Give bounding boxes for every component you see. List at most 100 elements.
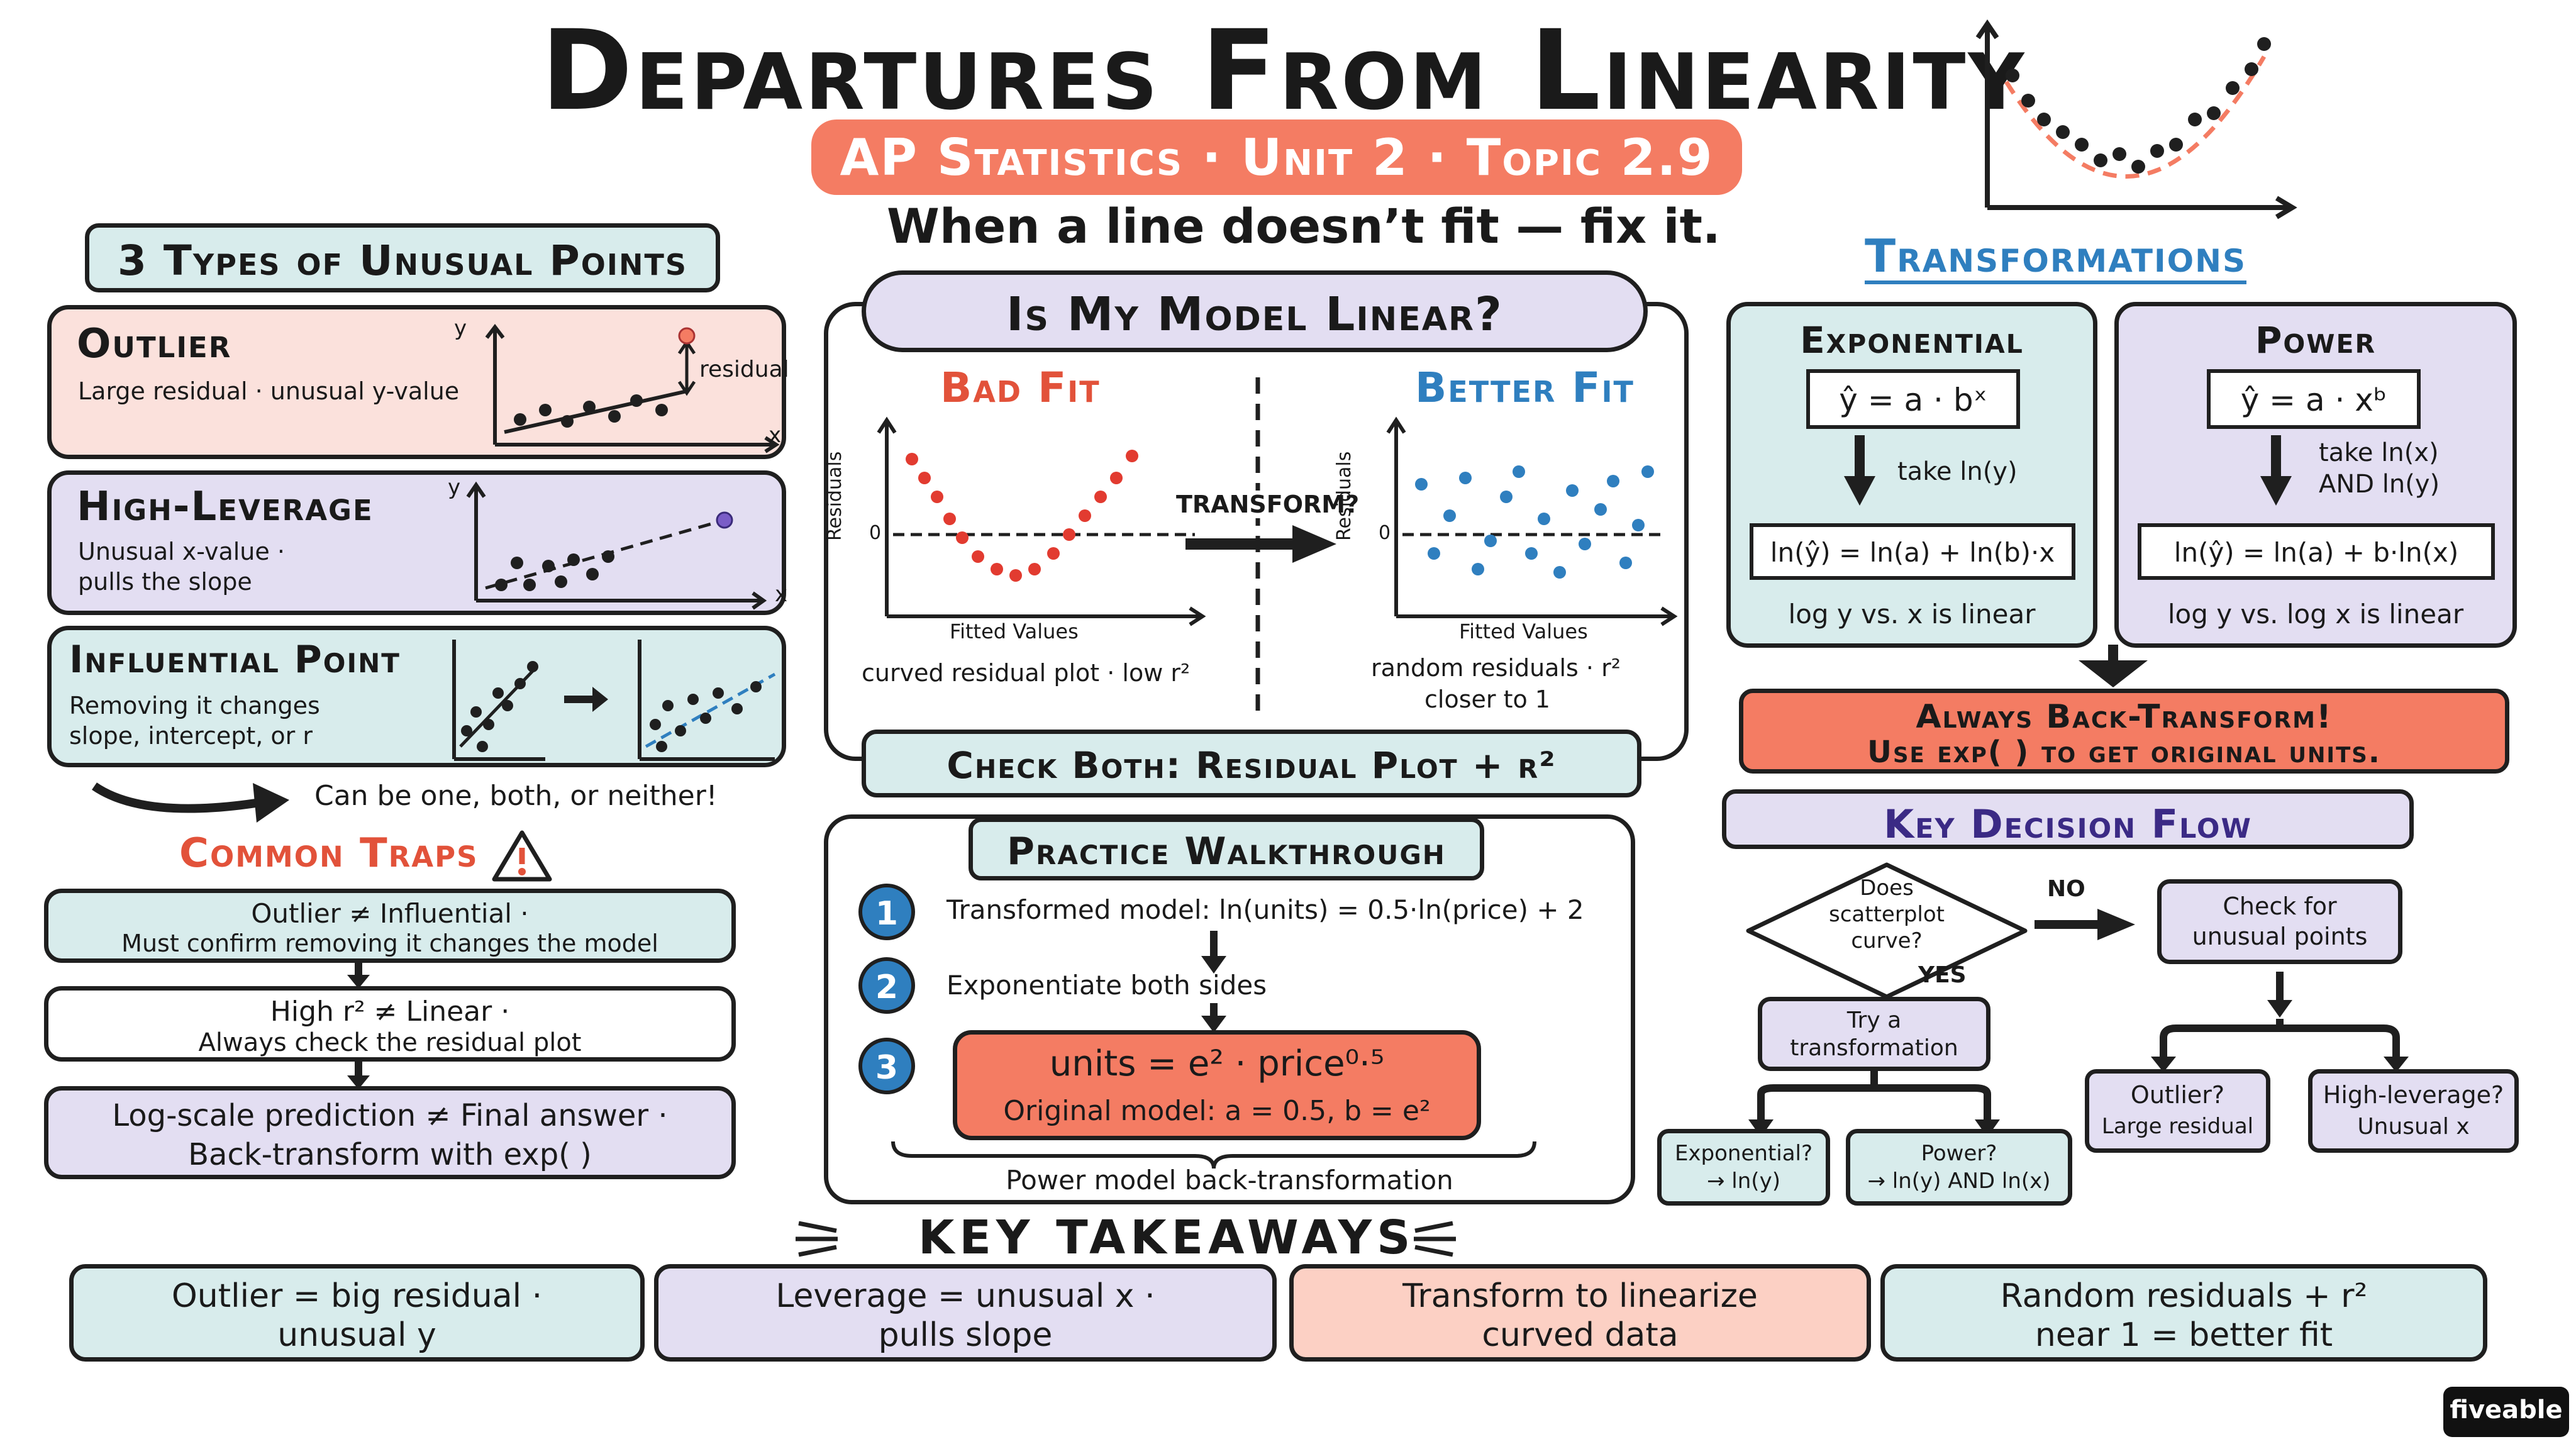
brace-caption: Power model back-transformation [1006,1165,1453,1196]
trap-item-3-line-1: Log-scale prediction ≠ Final answer · [112,1098,668,1133]
power-step-2: AND ln(y) [2319,470,2440,499]
flow-leverage-box: High-leverage? Unusual x [2308,1069,2519,1153]
exponential-arrow-icon [1844,435,1875,506]
trap-arrows [347,961,370,1089]
influential-plots [452,640,776,761]
brace-icon [891,1141,1536,1169]
back-transform-line-2: Use exp( ) to get original units. [1867,735,2381,770]
bad-fit-title: Bad Fit [940,364,1101,412]
check-both-text: Check Both: Residual Plot + r² [947,744,1557,787]
residual-label: residual [699,357,789,382]
exponential-title: Exponential [1800,319,2024,362]
takeaway-3-line-2: curved data [1482,1316,1679,1354]
transformations-heading: Transformations [1865,230,2246,282]
high-leverage-desc-1: Unusual x-value · [78,538,285,565]
better-fit-caption-1: random residuals · r² [1371,654,1621,682]
subtitle-text: AP Statistics · Unit 2 · Topic 2.9 [840,128,1714,187]
flow-no-arrow [2035,909,2135,940]
power-note: log y vs. log x is linear [2167,599,2464,630]
step-1-text: Transformed model: ln(units) = 0.5·ln(pr… [947,894,1584,925]
step-1-badge: 1 [858,884,915,940]
decision-line-3: curve? [1851,928,1923,953]
takeaways-heading: KEY TAKEAWAYS [918,1211,1416,1265]
better-fit-zero: 0 [1379,522,1391,544]
influential-desc-2: slope, intercept, or r [69,722,313,750]
step-3-result-2: Original model: a = 0.5, b = e² [1003,1095,1431,1127]
power-card: Power ŷ = a · xᵇ take ln(x) AND ln(y) ln… [2114,302,2517,648]
bad-fit-ylabel: Residuals [824,451,846,541]
flow-exponential-box: Exponential? → ln(y) [1657,1129,1830,1206]
trap-item-2-line-1: High r² ≠ Linear · [270,996,510,1028]
transform-arrow-icon [1185,525,1336,563]
takeaway-card-3: Transform to linearize curved data [1289,1264,1871,1362]
power-formula: ŷ = a · xᵇ [2240,382,2387,418]
try-line-2: transformation [1790,1035,1958,1061]
trap-item-2: High r² ≠ Linear · Always check the resi… [44,986,736,1062]
decision-line-2: scatterplot [1829,902,1945,927]
power-linear-box: ln(ŷ) = ln(a) + b·ln(x) [2138,523,2495,580]
step-2-number: 2 [875,969,899,1006]
bad-fit-zero: 0 [869,522,882,544]
fiveable-logo-text: fiveable [2450,1396,2563,1424]
trap-item-3: Log-scale prediction ≠ Final answer · Ba… [44,1086,736,1179]
flow-leverage-line-1: High-leverage? [2323,1081,2504,1109]
trap-item-3-line-2: Back-transform with exp( ) [188,1137,592,1172]
model-linear-heading: Is My Model Linear? [1006,287,1503,341]
influential-card: Influential Point Removing it changes sl… [47,626,786,767]
unusual-note: Can be one, both, or neither! [314,780,718,812]
exponential-linear: ln(ŷ) = ln(a) + ln(b)·x [1770,537,2055,568]
decision-line-1: Does [1860,875,1914,901]
bad-fit-residual-plot [877,416,1206,626]
bad-fit-caption: curved residual plot · low r² [862,659,1191,687]
power-formula-box: ŷ = a · xᵇ [2207,369,2421,429]
high-leverage-plot-y: y [448,475,461,500]
takeaway-1-line-1: Outlier = big residual · [171,1277,543,1315]
practice-step-arrows [1201,931,1226,1033]
step-3-badge: 3 [858,1038,915,1094]
power-step-1: take ln(x) [2319,438,2439,467]
takeaway-2-line-2: pulls slope [878,1316,1053,1354]
takeaway-1-line-2: unusual y [277,1316,436,1354]
step-3-result-1: units = e² · price⁰·⁵ [1049,1043,1385,1084]
flow-leverage-line-2: Unusual x [2357,1114,2470,1140]
back-transform-line-1: Always Back-Transform! [1916,698,2333,736]
practice-heading: Practice Walkthrough [1007,830,1446,874]
back-transform-box: Always Back-Transform! Use exp( ) to get… [1739,689,2509,774]
takeaway-card-2: Leverage = unusual x · pulls slope [654,1264,1277,1362]
power-linear: ln(ŷ) = ln(a) + b·ln(x) [2174,537,2459,568]
exponential-formula-box: ŷ = a · bˣ [1806,369,2020,429]
flow-exponential-line-1: Exponential? [1674,1141,1813,1166]
takeaway-2-line-1: Leverage = unusual x · [775,1277,1155,1315]
trap-item-1: Outlier ≠ Influential · Must confirm rem… [44,889,736,963]
outlier-plot-x: x [769,423,782,448]
takeaways-sparkle-left-icon [796,1221,838,1257]
transform-label: TRANSFORM? [1176,491,1360,518]
step-1-number: 1 [875,895,899,933]
flow-branch-left [1748,1069,2000,1137]
exponential-formula: ŷ = a · bˣ [1839,382,1987,418]
model-linear-heading-cloud: Is My Model Linear? [862,270,1648,352]
influential-desc-1: Removing it changes [69,692,320,719]
better-fit-residual-plot [1386,416,1678,626]
outlier-plot-y: y [454,316,467,341]
unusual-points-heading-box: 3 Types of Unusual Points [85,223,720,292]
bad-fit-xlabel: Fitted Values [950,619,1079,643]
warning-icon [492,830,552,882]
flow-heading-box: Key Decision Flow [1722,789,2414,849]
flow-power-line-1: Power? [1921,1141,1997,1166]
outlier-desc: Large residual · unusual y-value [78,377,460,405]
check-unusual-line-2: unusual points [2192,923,2368,950]
practice-heading-box: Practice Walkthrough [969,818,1484,880]
power-title: Power [2255,319,2377,362]
exponential-card: Exponential ŷ = a · bˣ take ln(y) ln(ŷ) … [1726,302,2097,648]
back-transform-arrow-icon [2079,645,2148,687]
flow-outlier-box: Outlier? Large residual [2085,1069,2270,1153]
flow-power-line-2: → ln(y) AND ln(x) [1867,1169,2051,1194]
better-fit-ylabel: Residuals [1333,451,1355,541]
trap-item-1-line-1: Outlier ≠ Influential · [251,898,529,929]
flow-power-box: Power? → ln(y) AND ln(x) [1846,1129,2072,1206]
step-3-number: 3 [875,1049,899,1087]
high-leverage-desc-2: pulls the slope [78,568,252,596]
exponential-linear-box: ln(ŷ) = ln(a) + ln(b)·x [1750,523,2075,580]
takeaway-4-line-1: Random residuals + r² [2000,1277,2368,1315]
